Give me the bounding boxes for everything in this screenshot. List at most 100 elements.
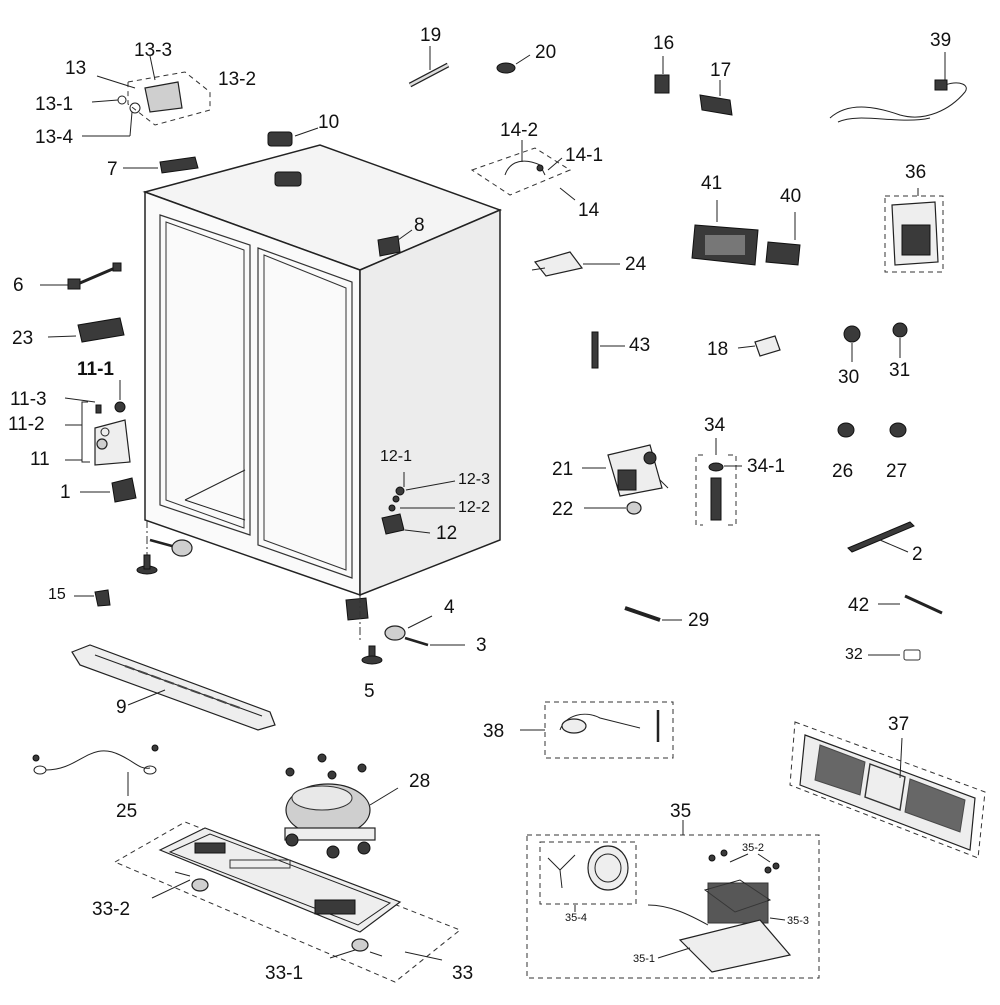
label-11-2: 11-2 xyxy=(8,414,45,435)
label-6: 6 xyxy=(13,275,24,296)
part-23-shape xyxy=(47,317,125,343)
part-2-strip xyxy=(847,521,915,553)
label-41: 41 xyxy=(701,173,723,194)
label-13-3: 13-3 xyxy=(134,40,173,61)
part-37-panel xyxy=(789,721,986,859)
label-38: 38 xyxy=(483,721,505,742)
label-3: 3 xyxy=(476,635,487,656)
label-12-2: 12-2 xyxy=(458,499,491,516)
label-28: 28 xyxy=(409,771,431,792)
part-19-tube xyxy=(408,46,450,88)
label-15: 15 xyxy=(48,586,66,603)
label-23: 23 xyxy=(12,328,34,349)
label-10: 10 xyxy=(318,112,340,133)
part-1-bracket xyxy=(80,477,137,503)
part-8-shape xyxy=(377,229,413,257)
part-14-assembly xyxy=(470,140,576,201)
label-36: 36 xyxy=(905,162,927,183)
label-11: 11 xyxy=(30,449,50,470)
label-33-1: 33-1 xyxy=(265,963,304,984)
left-leg-assembly xyxy=(136,520,193,575)
part-20-cap xyxy=(496,54,531,74)
right-leg-assembly xyxy=(345,595,465,665)
part-39-wire-harness xyxy=(829,52,967,123)
label-21: 21 xyxy=(552,459,574,480)
label-22: 22 xyxy=(552,499,574,520)
part-40-filter xyxy=(765,212,801,266)
part-25-ground-wire xyxy=(32,744,159,796)
label-34-1: 34-1 xyxy=(747,456,786,477)
label-13-2: 13-2 xyxy=(218,69,257,90)
label-26: 26 xyxy=(832,461,854,482)
part-18-block xyxy=(737,335,781,357)
part-32-cap xyxy=(868,649,921,661)
part-33-base-plate xyxy=(113,821,461,983)
part-15-clip xyxy=(74,589,111,607)
label-30: 30 xyxy=(838,367,860,388)
part-22-nut xyxy=(584,501,642,515)
label-34: 34 xyxy=(704,415,726,436)
label-13-4: 13-4 xyxy=(35,127,74,148)
label-37: 37 xyxy=(888,714,910,735)
label-1: 1 xyxy=(60,482,71,503)
part-12-assembly xyxy=(381,472,456,535)
part-41-panel xyxy=(691,200,759,266)
label-9: 9 xyxy=(116,697,127,718)
label-29: 29 xyxy=(688,610,710,631)
part-35-evaporator-assembly xyxy=(526,820,820,979)
label-35: 35 xyxy=(670,801,692,822)
part-29-heater xyxy=(624,606,682,622)
part-16-connector xyxy=(654,56,670,94)
label-31: 31 xyxy=(889,360,911,381)
label-24: 24 xyxy=(625,254,647,275)
part-31-knob xyxy=(892,322,908,358)
label-39: 39 xyxy=(930,30,952,51)
hinge-13-assembly xyxy=(82,55,211,137)
label-7: 7 xyxy=(107,159,118,180)
label-13: 13 xyxy=(65,58,87,79)
label-8: 8 xyxy=(414,215,425,236)
label-33-2: 33-2 xyxy=(92,899,131,920)
label-14-2: 14-2 xyxy=(500,120,539,141)
label-40: 40 xyxy=(780,186,802,207)
label-11-1: 11-1 xyxy=(77,359,114,380)
part-9-base-grille xyxy=(71,644,276,731)
label-27: 27 xyxy=(886,461,908,482)
label-19: 19 xyxy=(420,25,442,46)
part-26-cap xyxy=(837,422,855,438)
label-13-1: 13-1 xyxy=(35,94,74,115)
part-24-sensor xyxy=(531,251,620,277)
part-28-compressor xyxy=(284,753,399,859)
part-10-shape xyxy=(267,131,293,147)
label-35-3: 35-3 xyxy=(787,915,810,927)
label-12: 12 xyxy=(436,523,458,544)
label-4: 4 xyxy=(444,597,455,618)
label-16: 16 xyxy=(653,33,675,54)
part-38-sensor-wire xyxy=(520,701,674,759)
hinge-11-assembly xyxy=(64,380,131,466)
part-17-connector xyxy=(699,80,733,116)
part-21-water-valve xyxy=(582,444,669,497)
part-7-shape xyxy=(123,156,199,174)
part-43-pin xyxy=(591,331,625,369)
label-42: 42 xyxy=(848,595,870,616)
label-12-3: 12-3 xyxy=(458,471,491,488)
label-12-1: 12-1 xyxy=(380,448,413,465)
label-2: 2 xyxy=(912,544,923,565)
label-5: 5 xyxy=(364,681,375,702)
part-34-tube-assembly xyxy=(695,438,742,526)
part-42-rod xyxy=(878,594,943,615)
label-43: 43 xyxy=(629,335,651,356)
part-36-cover xyxy=(884,188,944,273)
label-14-1: 14-1 xyxy=(565,145,604,166)
label-20: 20 xyxy=(535,42,557,63)
label-11-3: 11-3 xyxy=(10,389,47,410)
label-14: 14 xyxy=(578,200,600,221)
part-27-cap xyxy=(889,422,907,438)
label-17: 17 xyxy=(710,60,732,81)
label-33: 33 xyxy=(452,963,474,984)
label-35-2: 35-2 xyxy=(742,842,765,854)
label-18: 18 xyxy=(707,339,729,360)
